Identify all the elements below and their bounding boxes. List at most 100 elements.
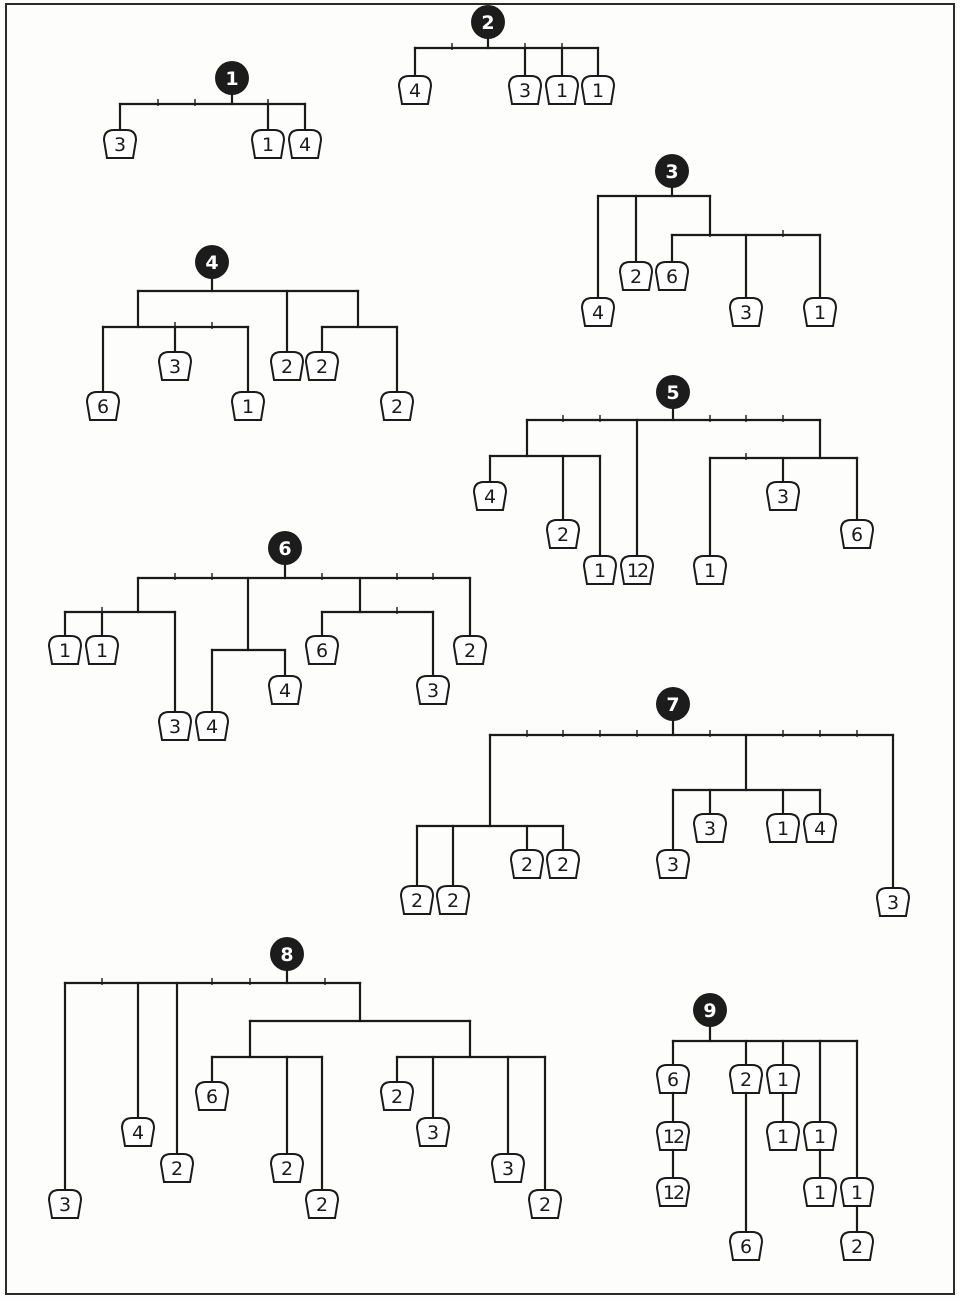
weight-shape [507,75,543,105]
weight-value: 1 [814,302,826,324]
weight-value: 6 [97,396,109,418]
weight-shape [47,635,83,665]
weight-shape [655,1121,691,1151]
weight-value: 6 [206,1086,218,1108]
weight-shape [527,1189,563,1219]
weight-value: 2 [740,1069,752,1091]
weight-value: 6 [666,266,678,288]
weight-value: 1 [594,560,606,582]
weight-shape [580,297,616,327]
weight-shape [157,351,193,381]
puzzle-number: 6 [278,538,291,560]
page-frame [5,3,955,1295]
weight-value: 1 [242,396,254,418]
weight-shape [765,1064,801,1094]
weight-shape [692,555,728,585]
weight-shape [655,1064,691,1094]
weight-shape [765,813,801,843]
weight-shape [435,885,471,915]
puzzle-number-badge [655,154,689,188]
weight-value: 3 [777,486,789,508]
weight-value: 3 [519,80,531,102]
puzzle-number-badge [693,993,727,1027]
weight-shape [120,1117,156,1147]
weight-shape [399,885,435,915]
puzzle-number: 9 [703,1000,716,1022]
weight-value: 1 [592,80,604,102]
weight-value: 3 [169,716,181,738]
weight-shape [304,1189,340,1219]
weight-shape [269,351,305,381]
weight-shape [269,1153,305,1183]
weight-shape [287,129,323,159]
weight-value: 6 [316,640,328,662]
weight-shape [802,297,838,327]
weight-shape [619,555,655,585]
weight-value: 3 [169,356,181,378]
weight-shape [580,75,616,105]
weight-value: 1 [96,640,108,662]
weight-shape [618,261,654,291]
weight-value: 1 [704,560,716,582]
weight-value: 4 [592,302,604,324]
weight-shape [545,849,581,879]
weight-shape [802,1121,838,1151]
weight-shape [802,1177,838,1207]
weight-value: 3 [740,302,752,324]
weight-shape [544,75,580,105]
weight-shape [379,1081,415,1111]
weight-value: 2 [851,1236,863,1258]
weight-shape [304,351,340,381]
weight-value: 3 [502,1158,514,1180]
weight-value: 2 [411,890,423,912]
weight-shape [545,519,581,549]
weight-shape [379,391,415,421]
weight-shape [230,391,266,421]
weight-value: 4 [279,680,291,702]
weight-value: 2 [630,266,642,288]
weight-shape [84,635,120,665]
weight-value: 12 [663,1126,684,1148]
weight-shape [839,1231,875,1261]
puzzle-number: 3 [665,161,678,183]
weight-value: 6 [667,1069,679,1091]
weight-value: 2 [391,1086,403,1108]
weight-value: 3 [887,892,899,914]
weight-shape [452,635,488,665]
weight-value: 3 [59,1194,71,1216]
weight-shape [875,887,911,917]
weight-shape [839,519,875,549]
weight-value: 1 [59,640,71,662]
weight-value: 12 [663,1182,684,1204]
weight-shape [765,481,801,511]
weight-value: 3 [114,134,126,156]
weight-shape [250,129,286,159]
weight-shape [159,1153,195,1183]
weight-value: 1 [556,80,568,102]
weight-value: 4 [299,134,311,156]
weight-value: 4 [206,716,218,738]
weight-value: 3 [667,854,679,876]
weight-shape [802,813,838,843]
puzzle-number: 2 [481,12,494,34]
puzzle-number: 8 [280,944,293,966]
mobile-puzzle-3: 3 4 2 6 3 1 [580,154,838,327]
weight-shape [194,1081,230,1111]
puzzle-number-badge [656,687,690,721]
weight-value: 1 [814,1126,826,1148]
weight-value: 2 [281,1158,293,1180]
weight-value: 3 [704,818,716,840]
puzzle-number-badge [268,531,302,565]
weight-shape [654,261,690,291]
weight-shape [728,297,764,327]
weight-value: 2 [557,854,569,876]
weight-shape [490,1153,526,1183]
puzzle-number: 4 [205,252,218,274]
